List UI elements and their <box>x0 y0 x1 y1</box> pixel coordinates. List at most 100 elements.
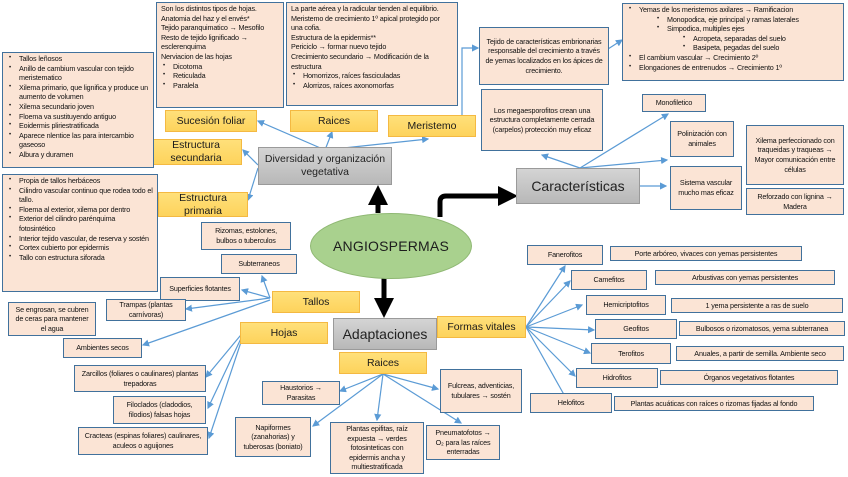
detail-estructura-primaria: Propia de tallos herbáceos Cilindro vasc… <box>2 174 158 292</box>
forma-vital-desc: Anuales, a partir de semilla. Ambiente s… <box>676 346 844 361</box>
text: Camefitos <box>593 275 625 285</box>
detail-estructura-secundaria: Tallos leñosos Anillo de cambium vascula… <box>2 52 154 168</box>
central-concept-angiospermas: ANGIOSPERMAS <box>310 213 472 279</box>
bullet: Alorrizos, raíces axonomorfas <box>291 81 453 91</box>
text: Filoclados (cladodios, filodios) falsas … <box>126 400 193 419</box>
forma-vital-name: Geofitos <box>595 319 677 339</box>
line: Meristemo de crecimiento 1º apical prote… <box>291 13 440 33</box>
forma-vital-name: Fanerofitos <box>527 245 603 265</box>
bullet: Elongaciones de entrenudos → Crecimiento… <box>627 63 839 73</box>
text: Hemicriptofitos <box>603 300 649 310</box>
hub-diversidad-label: Diversidad y organización vegetativa <box>264 153 386 178</box>
detail-zarcillos: Zarcillos (foliares o caulinares) planta… <box>74 365 206 392</box>
connector-cracteas <box>207 329 246 440</box>
bullet: Cilindro vascular continuo que rodea tod… <box>7 186 153 205</box>
detail-raices-diversidad: La parte aérea y la radicular tienden al… <box>286 2 458 106</box>
connector-sucesion <box>256 120 326 151</box>
connector-helofitos <box>525 326 568 402</box>
bullet: Xilema secundario joven <box>7 102 149 112</box>
hub-adaptaciones: Adaptaciones <box>333 318 437 350</box>
text: Se engrosan, se cubren de ceras para man… <box>15 304 89 333</box>
connector-fulcreas <box>382 373 440 391</box>
bullet: Eoidermis pliriestratificada <box>7 121 149 131</box>
connector-hidrofitos <box>525 326 576 377</box>
connector-terofitos <box>525 326 592 355</box>
text: Los megaesporofitos crean una estructura… <box>489 105 595 134</box>
detail-xilema: Xilema perfeccionado con traqueidas y tr… <box>746 125 844 185</box>
connector-est-sec <box>242 149 259 166</box>
central-title: ANGIOSPERMAS <box>333 238 449 254</box>
bullet: Dicotoma <box>161 62 279 72</box>
detail-haustorios: Haustorios → Parasitas <box>262 381 340 405</box>
forma-vital-name: Hidrofitos <box>576 368 658 388</box>
line: Crecimiento secundario → Modificación de… <box>291 51 429 71</box>
detail-cracteas: Cracteas (espinas foliares) caulinares, … <box>78 427 208 455</box>
text: Porte arbóreo, vivaces con yemas persist… <box>634 248 778 258</box>
text: Superficies flotantes <box>169 284 231 294</box>
label: Raices <box>366 356 400 369</box>
connector-geofitos <box>525 326 596 334</box>
text: Helofitos <box>557 398 585 408</box>
text: Hidrofitos <box>602 373 632 383</box>
hub-caracteristicas: Características <box>516 168 640 204</box>
line: Anatomia del haz y el envés* <box>161 13 250 23</box>
forma-vital-desc: 1 yema persistente a ras de suelo <box>671 298 843 313</box>
connector-est-pri <box>246 167 259 202</box>
bullet: Aparece nlentice las para intercambio ga… <box>7 131 149 150</box>
detail-meristemo-ramificacion: Yemas de los meristemos axilares → Ramif… <box>622 3 844 81</box>
bullet: Monopodica, eje principal y ramas latera… <box>627 15 839 25</box>
line: Resto de tejido lignificado → esclerenqu… <box>161 32 248 52</box>
category-raices-diversidad: Raices <box>290 110 378 132</box>
label: Estructura primaria <box>179 191 227 217</box>
text: Rizomas, estolones, bulbos o tuberculos <box>215 226 277 245</box>
line: Periciclo → formar nuevo tejido <box>291 42 387 52</box>
text: Reforzado con lignina → Madera <box>757 191 833 211</box>
forma-vital-name: Terofitos <box>591 343 671 364</box>
label: Estructura secundaria <box>170 139 222 164</box>
label: Meristemo <box>407 119 457 132</box>
line: Son los distintos tipos de hojas. <box>161 4 257 13</box>
category-sucesion-foliar: Sucesión foliar <box>165 110 257 132</box>
detail-trampas: Trampas (plantas carnívoras) <box>106 299 186 321</box>
line: Tejido paranquimatico → Mesofilo <box>161 23 265 33</box>
connector-zarcillos <box>205 329 246 378</box>
text: Monofiletico <box>655 98 693 108</box>
detail-neumatoforos: Pneumatofotos → O₂ para las raíces enter… <box>426 425 500 460</box>
detail-sistema-vascular: Sistema vascular mucho mas eficaz <box>670 166 742 210</box>
text: Fanerofitos <box>547 250 583 260</box>
forma-vital-name: Camefitos <box>571 270 647 290</box>
bullet: Exterior del cilindro parénquima fotosin… <box>7 214 153 233</box>
connector-trampas <box>184 297 271 312</box>
bullet: Simpodica, multiples ejes <box>627 24 839 34</box>
bullet: Tallos leñosos <box>7 54 149 64</box>
forma-vital-desc: Bulbosos o rizomatosos, yema subterranea <box>679 321 845 336</box>
bullet: Basipeta, pegadas del suelo <box>627 43 839 53</box>
hub-diversidad: Diversidad y organización vegetativa <box>258 147 392 185</box>
connector-hemicripto <box>525 303 584 328</box>
category-hojas: Hojas <box>240 322 328 344</box>
connector-epifitas <box>374 373 384 422</box>
detail-subterraneos: Subterraneos <box>221 254 297 274</box>
detail-fulcreas: Fulcreas, adventicias, tubulares → sosté… <box>440 369 522 413</box>
detail-rizomas: Rizomas, estolones, bulbos o tuberculos <box>201 222 291 250</box>
category-raices-adaptaciones: Raices <box>339 352 427 374</box>
detail-meristemo: Tejido de características embrionarias r… <box>479 27 609 85</box>
label: Sucesión foliar <box>176 114 246 127</box>
bullet: Yemas de los meristemos axilares → Ramif… <box>627 5 839 15</box>
connector-fanerofitos <box>525 264 566 328</box>
detail-megaesporofitos: Los megaesporofitos crean una estructura… <box>481 89 603 151</box>
connector-camefitos <box>525 280 571 328</box>
text: Napiformes (zanahorias) y tuberosas (bon… <box>243 422 303 451</box>
category-tallos: Tallos <box>272 291 360 313</box>
text: Geofitos <box>623 324 649 334</box>
label: Raices <box>317 114 351 127</box>
bullet: Anillo de cambium vascular con tejido me… <box>7 64 149 83</box>
category-meristemo: Meristemo <box>388 115 476 137</box>
text: Sistema vascular mucho mas eficaz <box>678 178 734 197</box>
text: Pneumatofotos → O₂ para las raíces enter… <box>435 428 491 457</box>
connector-megaesporo <box>540 153 581 169</box>
detail-epifitas: Plantas epifitas, raíz expuesta → verdes… <box>330 422 424 474</box>
connector-ambientes <box>141 299 271 347</box>
text: Polinización con animales <box>677 129 727 148</box>
